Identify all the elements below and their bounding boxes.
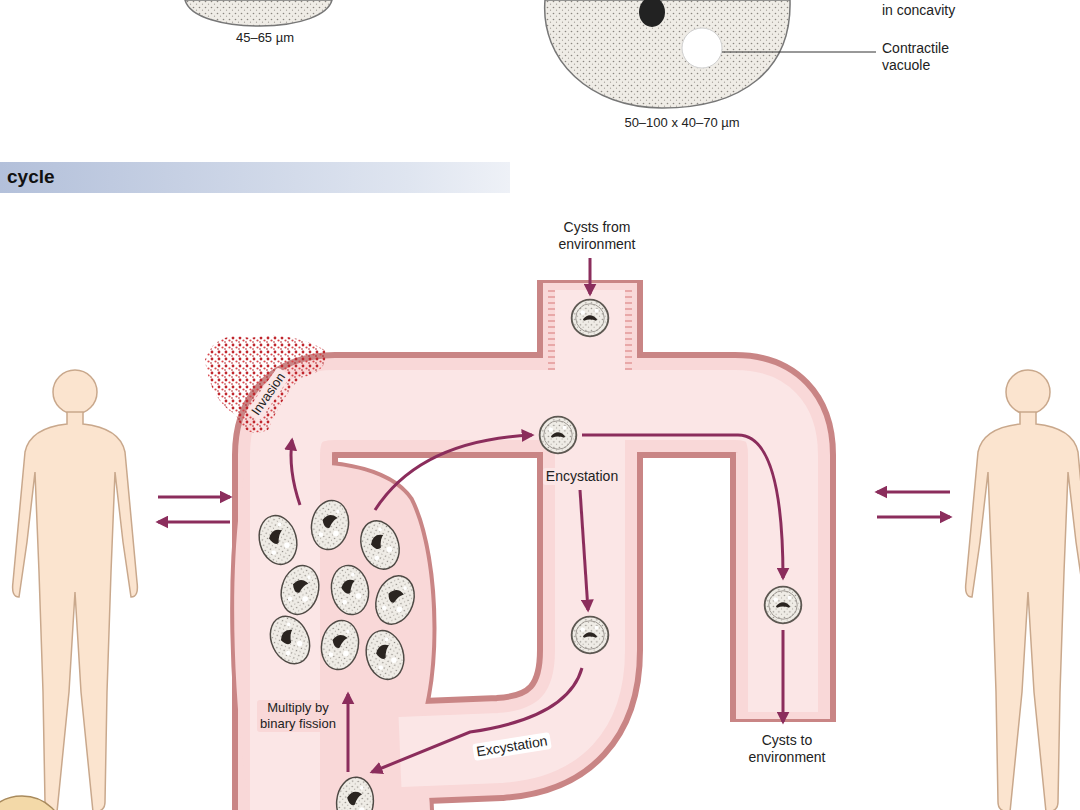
stage-label: Multiply by binary fission bbox=[257, 700, 339, 732]
dimension: 50–100 x 40–70 µm bbox=[587, 115, 777, 131]
dimension: 45–65 µm bbox=[210, 30, 320, 46]
part-label: Contractile vacuole bbox=[882, 40, 982, 74]
stage-label: Cysts to environment bbox=[732, 732, 842, 766]
stage-label: Cysts from environment bbox=[542, 219, 652, 253]
section-band: cycle bbox=[0, 162, 510, 193]
stage-label: Encystation bbox=[543, 468, 622, 485]
section-heading: cycle bbox=[0, 162, 510, 192]
part-label: in concavity bbox=[882, 2, 1032, 19]
